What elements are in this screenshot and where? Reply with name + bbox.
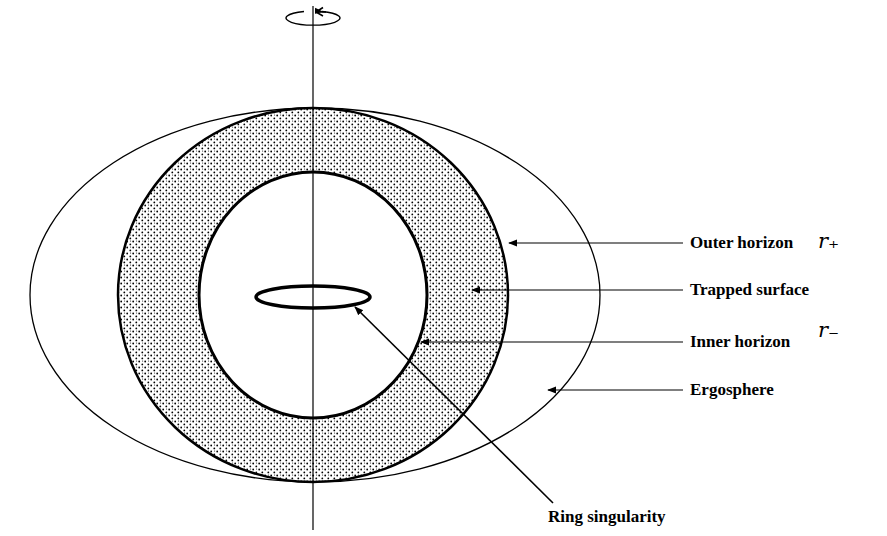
part-label: Outer horizon [690,233,793,252]
part-label: Trapped surface [690,280,809,299]
ring-singularity [256,286,370,308]
part-label: Ergosphere [690,380,774,399]
radius-symbol: r₊ [818,229,839,253]
rotation-axis [312,6,313,530]
leader-line [421,341,683,342]
leader-line [548,389,683,390]
part-label: Ring singularity [548,507,666,526]
label-holder: Inner horizon [690,332,790,352]
rotation-arrow [286,12,340,26]
leader-line [355,307,553,503]
leader-line [509,242,683,243]
label-holder: r₋ [818,317,839,343]
label-holder: Ring singularity [548,507,666,527]
rotation-arrow-head [316,8,326,17]
label-holder: Trapped surface [690,280,809,300]
label-holder: Ergosphere [690,380,774,400]
radius-symbol: r₋ [818,318,839,342]
label-holder: Outer horizon [690,233,793,253]
label-holder: r₊ [818,228,839,254]
part-label: Inner horizon [690,332,790,351]
ergosphere-outline [30,108,600,482]
leader-line [472,289,683,290]
